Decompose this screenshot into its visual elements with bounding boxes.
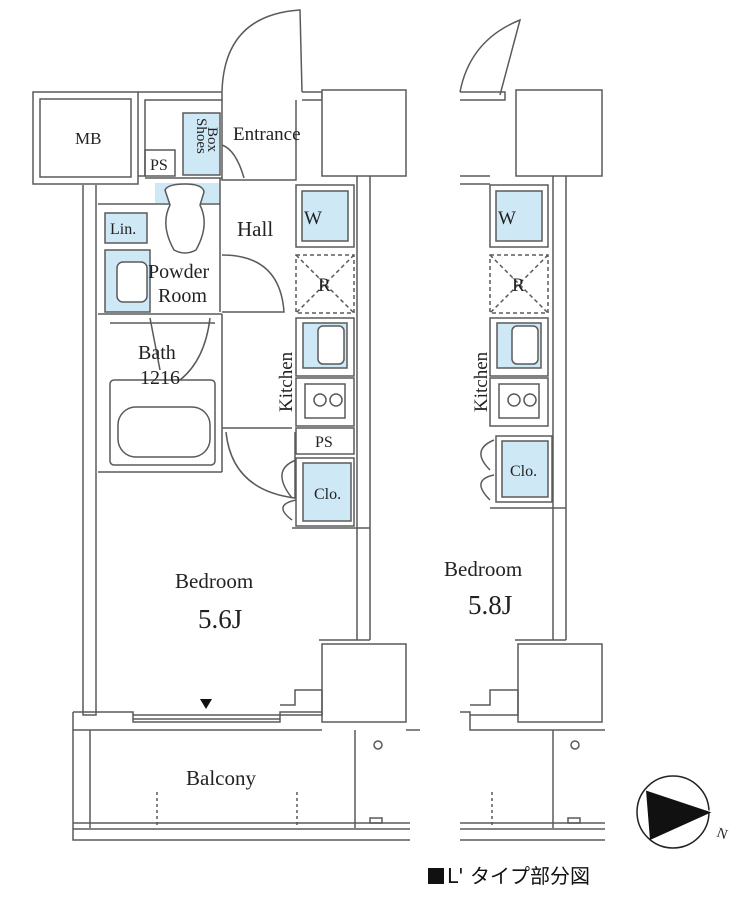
north-compass-icon <box>636 775 713 849</box>
balcony-window <box>73 711 322 723</box>
caption-text: L' タイプ部分図 <box>447 864 590 888</box>
mb-label: MB <box>75 129 101 148</box>
alt-bedroom-size: 5.8J <box>468 590 512 620</box>
alt-kitchen-label: Kitchen <box>471 351 492 412</box>
alt-closet-label: Clo. <box>510 463 537 480</box>
caption-square-icon <box>428 868 444 884</box>
main-entry-marker-icon <box>200 699 212 709</box>
bathtub <box>109 379 216 466</box>
linen-label: Lin. <box>110 221 136 238</box>
right-wall <box>356 176 371 640</box>
washer-label: W <box>304 208 322 229</box>
hall-label: Hall <box>237 217 273 241</box>
fridge-space <box>295 254 355 314</box>
balcony-label: Balcony <box>186 766 256 790</box>
shoes-box-label-1: Shoes <box>193 118 209 154</box>
linen-closet <box>104 212 148 244</box>
entrance-door[interactable] <box>221 9 303 93</box>
alt-top-door[interactable] <box>459 18 522 96</box>
column-bottom-right <box>321 643 407 723</box>
type-caption: L' タイプ部分図 <box>428 860 590 889</box>
fridge-label: R <box>318 275 331 296</box>
closet-label: Clo. <box>314 486 341 503</box>
powder-room-door[interactable] <box>221 254 285 313</box>
alt-fridge-label: R <box>512 275 525 296</box>
bath-label-2: 1216 <box>140 367 180 389</box>
north-label: N <box>715 826 730 844</box>
ps-kitchen-label: PS <box>315 434 333 451</box>
shoes-box-label-2: Box <box>204 127 220 153</box>
ps-top-label: PS <box>150 157 168 174</box>
toilet <box>164 183 205 254</box>
left-outer-wall <box>82 185 97 716</box>
alt-column-bottom <box>517 643 603 723</box>
ps-box-top <box>144 149 176 177</box>
shoes-box <box>182 112 221 176</box>
alt-fridge-space <box>489 254 549 314</box>
powder-label-1: Powder <box>148 261 209 283</box>
bedroom-label: Bedroom <box>175 569 253 593</box>
bath-label-1: Bath <box>138 342 176 364</box>
mb-box <box>32 91 139 185</box>
bedroom-size: 5.6J <box>198 604 242 634</box>
balcony-outline <box>72 730 410 841</box>
kitchen-label: Kitchen <box>276 351 297 412</box>
entrance-label: Entrance <box>233 124 301 145</box>
column-top-right <box>321 89 407 177</box>
ps-box-kitchen <box>295 427 355 455</box>
alt-bedroom-label: Bedroom <box>444 557 522 581</box>
alt-column-top <box>515 89 603 177</box>
powder-label-2: Room <box>158 285 207 307</box>
entrance-top-wall <box>138 91 223 177</box>
alt-washer-label: W <box>498 208 516 229</box>
